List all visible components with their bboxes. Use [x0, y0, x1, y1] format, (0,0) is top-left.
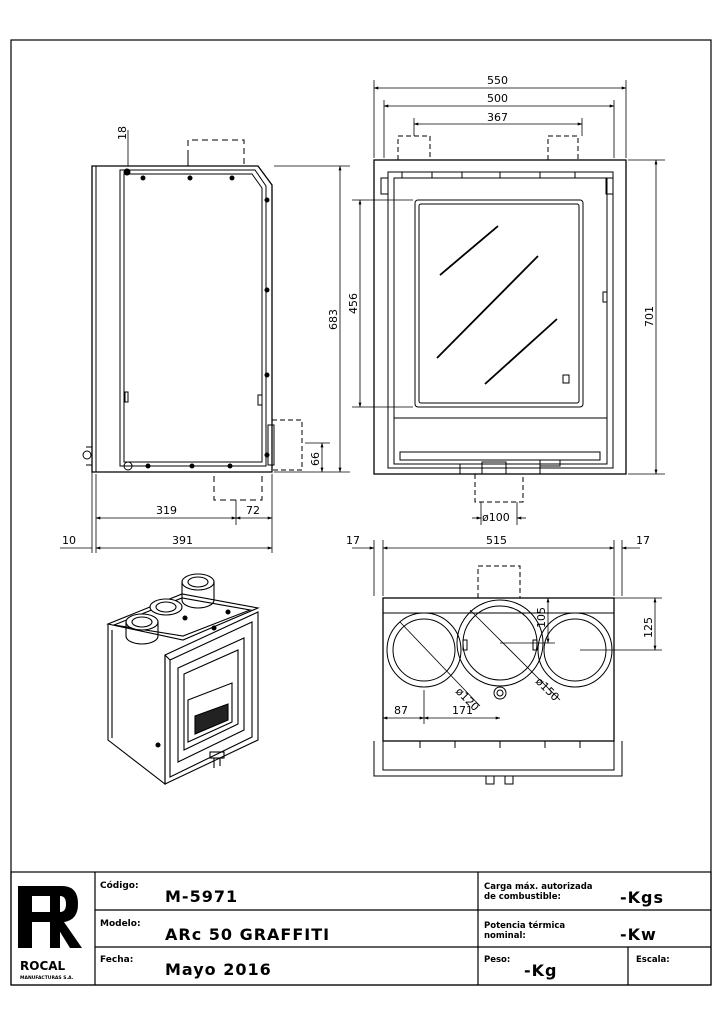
potencia-value: -Kw — [620, 925, 657, 944]
side-view — [82, 139, 303, 501]
dim-front-500: 500 — [487, 92, 508, 105]
codigo-value: M-5971 — [165, 887, 238, 906]
dim-top-dia-150: ø150 — [533, 675, 562, 704]
dim-front-701: 701 — [643, 306, 656, 327]
carga-label-line2: de combustible: — [484, 892, 561, 902]
modelo-value: ARc 50 GRAFFITI — [165, 925, 330, 944]
modelo-label: Modelo: — [100, 919, 141, 929]
dim-top-125: 125 — [642, 617, 655, 638]
fecha-label: Fecha: — [100, 955, 133, 965]
dim-front-367: 367 — [487, 111, 508, 124]
dim-side-18: 18 — [116, 126, 129, 140]
potencia-label-line2: nominal: — [484, 931, 526, 941]
dim-outlet-100: ø100 — [482, 511, 510, 524]
dim-side-319: 319 — [156, 504, 177, 517]
dim-top-87: 87 — [394, 704, 408, 717]
top-view — [373, 565, 623, 785]
logo-name: ROCAL — [20, 959, 66, 973]
dim-front-456: 456 — [347, 293, 360, 314]
peso-label: Peso: — [484, 955, 510, 965]
carga-value: -Kgs — [620, 888, 664, 907]
dim-top-171: 171 — [452, 704, 473, 717]
dim-top-17-right: 17 — [636, 534, 650, 547]
dim-side-391: 391 — [172, 534, 193, 547]
front-view — [373, 135, 627, 503]
carga-label-line1: Carga máx. autorizada — [484, 882, 593, 892]
codigo-label: Código: — [100, 880, 139, 891]
dim-top-515: 515 — [486, 534, 507, 547]
escala-label: Escala: — [636, 955, 670, 965]
dim-side-10: 10 — [62, 534, 76, 547]
rocal-logo — [18, 886, 82, 948]
dim-side-72: 72 — [246, 504, 260, 517]
dim-front-550: 550 — [487, 74, 508, 87]
fecha-value: Mayo 2016 — [165, 960, 272, 979]
peso-value: -Kg — [524, 961, 558, 980]
dim-side-683: 683 — [327, 309, 340, 330]
front-view-dimensions — [352, 80, 665, 525]
dim-top-105: 105 — [535, 607, 548, 628]
dim-top-17-left: 17 — [346, 534, 360, 547]
potencia-label-line1: Potencia térmica — [484, 920, 565, 931]
isometric-view — [106, 573, 260, 786]
title-block — [10, 871, 712, 986]
top-view-dimensions — [352, 540, 662, 724]
dim-side-66: 66 — [309, 452, 322, 466]
logo-tagline: MANUFACTURAS S.A. — [20, 975, 74, 981]
side-view-dimensions — [60, 130, 350, 553]
